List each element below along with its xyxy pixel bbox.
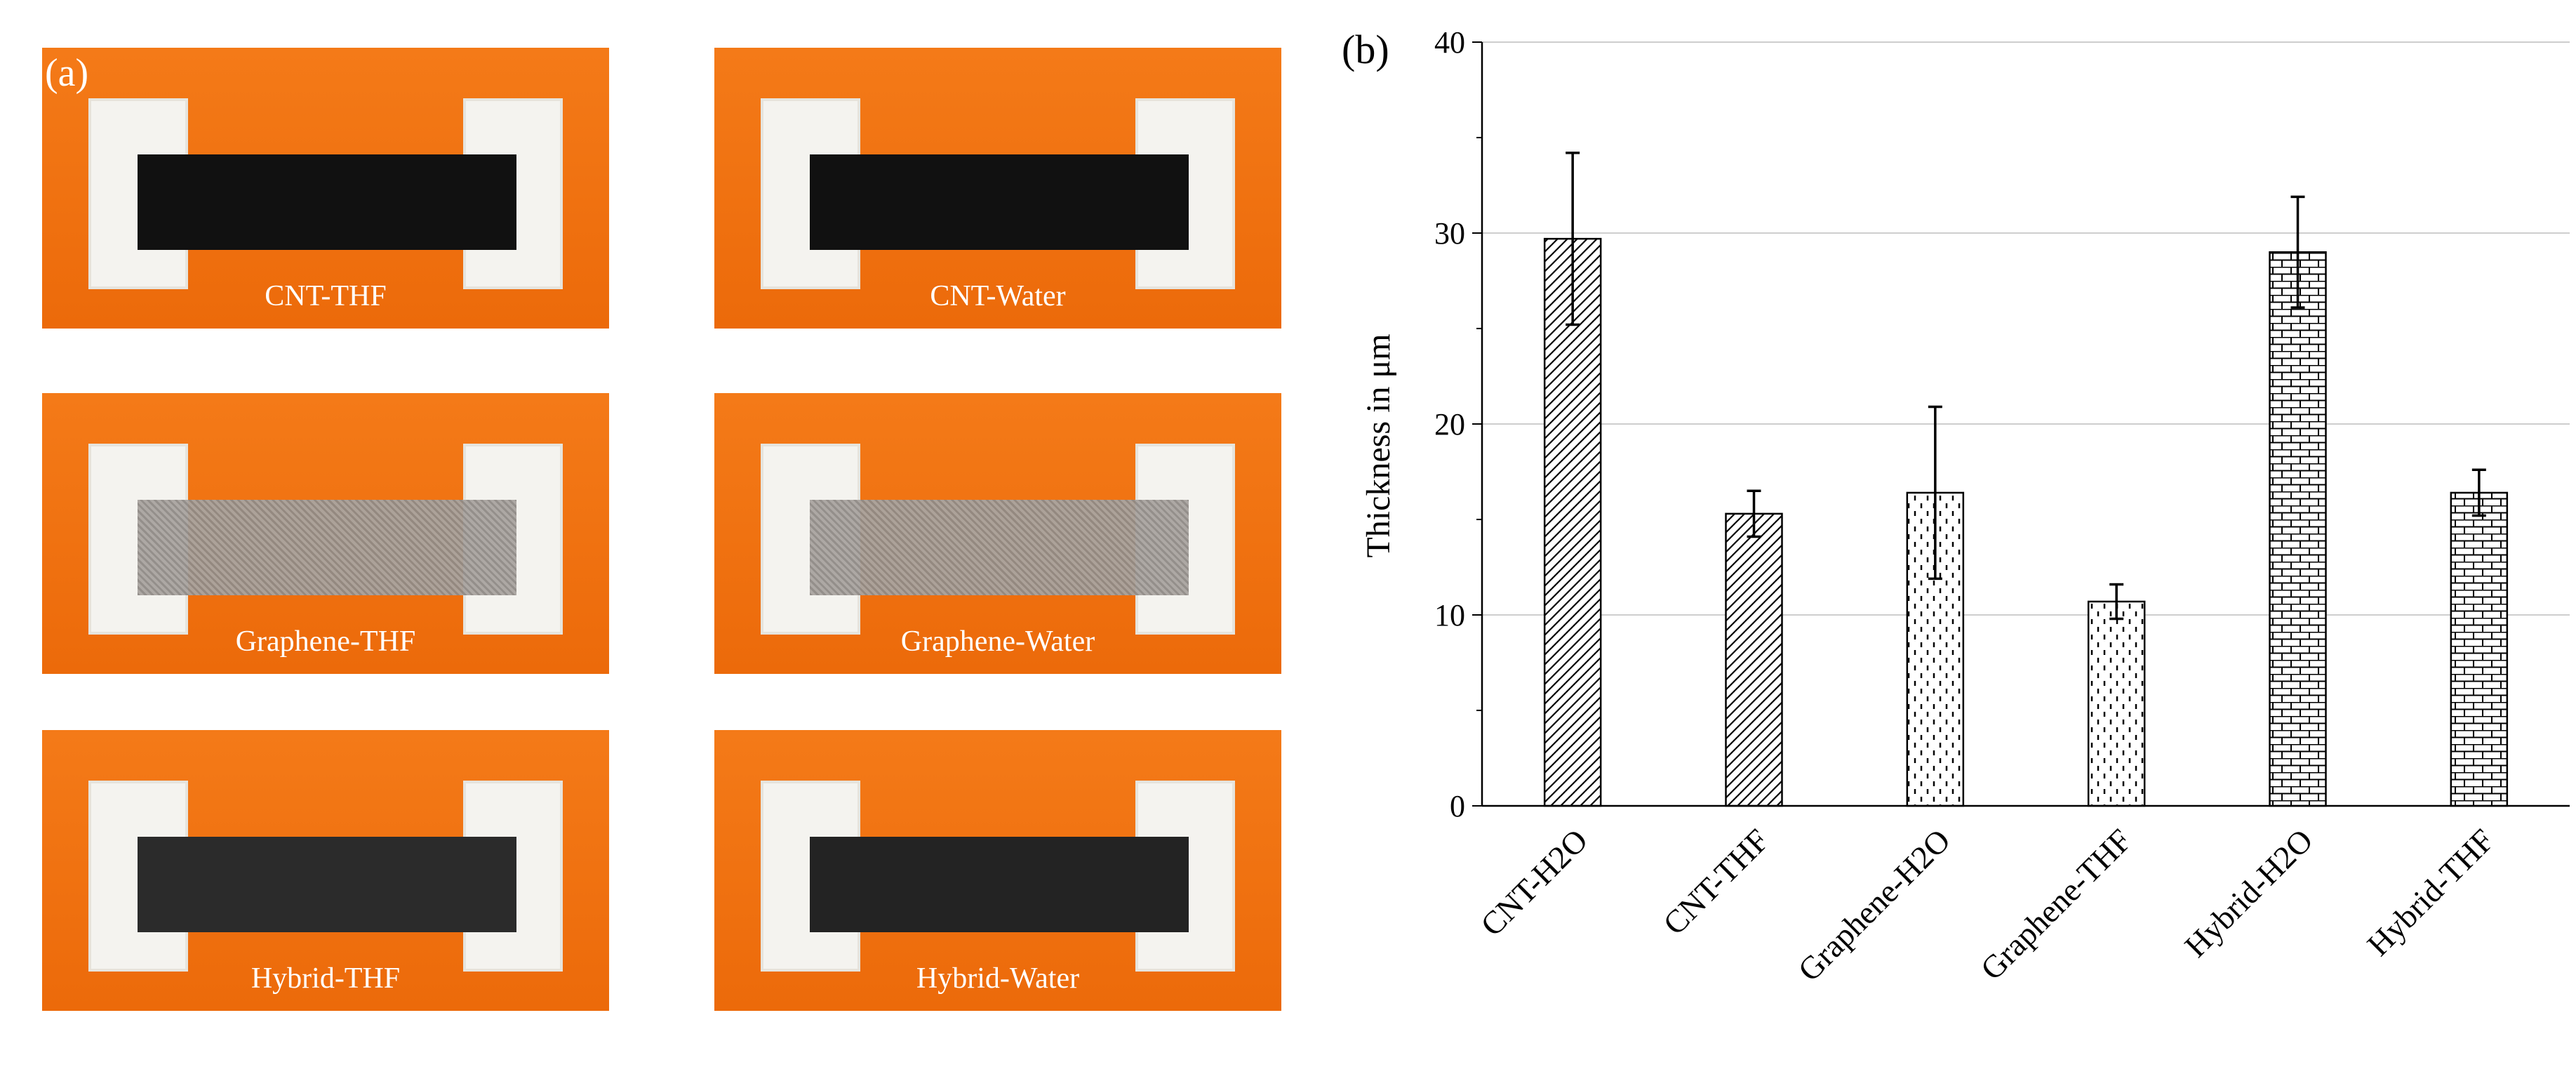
film-strip <box>138 154 516 250</box>
y-tick-label: 0 <box>1450 789 1465 823</box>
panel-label-b: (b) <box>1342 27 1389 72</box>
y-tick-label: 30 <box>1434 216 1465 251</box>
bar <box>1543 237 1602 807</box>
bar <box>2087 600 2146 807</box>
sample-name: Hybrid-Water <box>916 962 1080 995</box>
bars <box>1543 152 2509 807</box>
x-tick-label: Graphene-H2O <box>1791 822 1957 988</box>
y-tick-label: 10 <box>1434 598 1465 632</box>
sample-name: CNT-THF <box>265 280 387 312</box>
sample-photo-hybrid-thf: Hybrid-THF <box>42 730 609 1011</box>
film-strip <box>138 500 516 595</box>
sample-name: Hybrid-THF <box>251 962 401 995</box>
film-strip <box>810 500 1189 595</box>
sample-name: Graphene-Water <box>900 625 1095 658</box>
y-axis-label: Thickness in μm <box>1360 333 1397 557</box>
sample-name: CNT-Water <box>930 280 1066 312</box>
sample-photo-graphene-water: Graphene-Water <box>714 393 1281 674</box>
panel-label-a: (a) <box>45 51 89 95</box>
film-strip <box>810 837 1189 932</box>
x-tick-label: Hybrid-THF <box>2360 822 2500 962</box>
sample-photo-cnt-thf: CNT-THF <box>42 48 609 329</box>
sample-name: Graphene-THF <box>235 625 416 658</box>
sample-photo-hybrid-water: Hybrid-Water <box>714 730 1281 1011</box>
sample-photo-cnt-water: CNT-Water <box>714 48 1281 329</box>
x-tick-label: CNT-H2O <box>1474 822 1594 943</box>
sample-photo-graphene-thf: Graphene-THF <box>42 393 609 674</box>
bar <box>2269 251 2327 807</box>
film-strip <box>138 837 516 932</box>
bar <box>2450 491 2509 807</box>
x-tick-label: CNT-THF <box>1656 822 1775 941</box>
film-strip <box>810 154 1189 250</box>
y-tick-label: 20 <box>1434 407 1465 442</box>
y-tick-label: 40 <box>1434 25 1465 60</box>
x-tick-label: Graphene-THF <box>1973 822 2138 987</box>
sample-photo-panel: CNT-THF CNT-Water Graphene-THF Graphene-… <box>0 0 1281 1067</box>
grid-lines <box>1482 41 2570 616</box>
bar <box>1725 512 1783 807</box>
x-tick-label: Hybrid-H2O <box>2177 822 2319 964</box>
